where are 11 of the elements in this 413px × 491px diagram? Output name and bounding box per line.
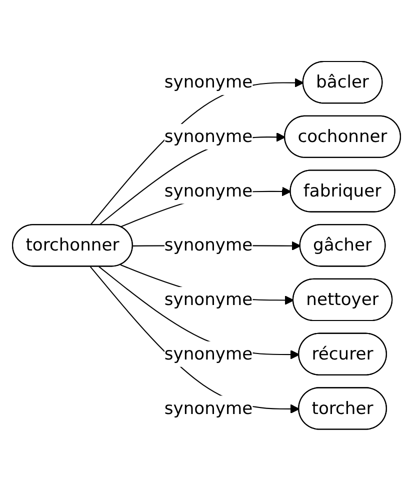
edge-label: synonyme	[164, 289, 253, 310]
arrow	[98, 132, 286, 226]
edge-label: synonyme	[164, 126, 253, 146]
edge-label: synonyme	[164, 344, 253, 364]
arrow	[98, 266, 300, 360]
edge-label: synonyme	[164, 234, 253, 256]
arrow	[90, 78, 304, 226]
edge-label: synonyme	[164, 180, 253, 201]
arrow	[90, 266, 300, 414]
edge-label: synonyme	[164, 398, 253, 418]
edge-label: synonyme	[164, 72, 253, 92]
